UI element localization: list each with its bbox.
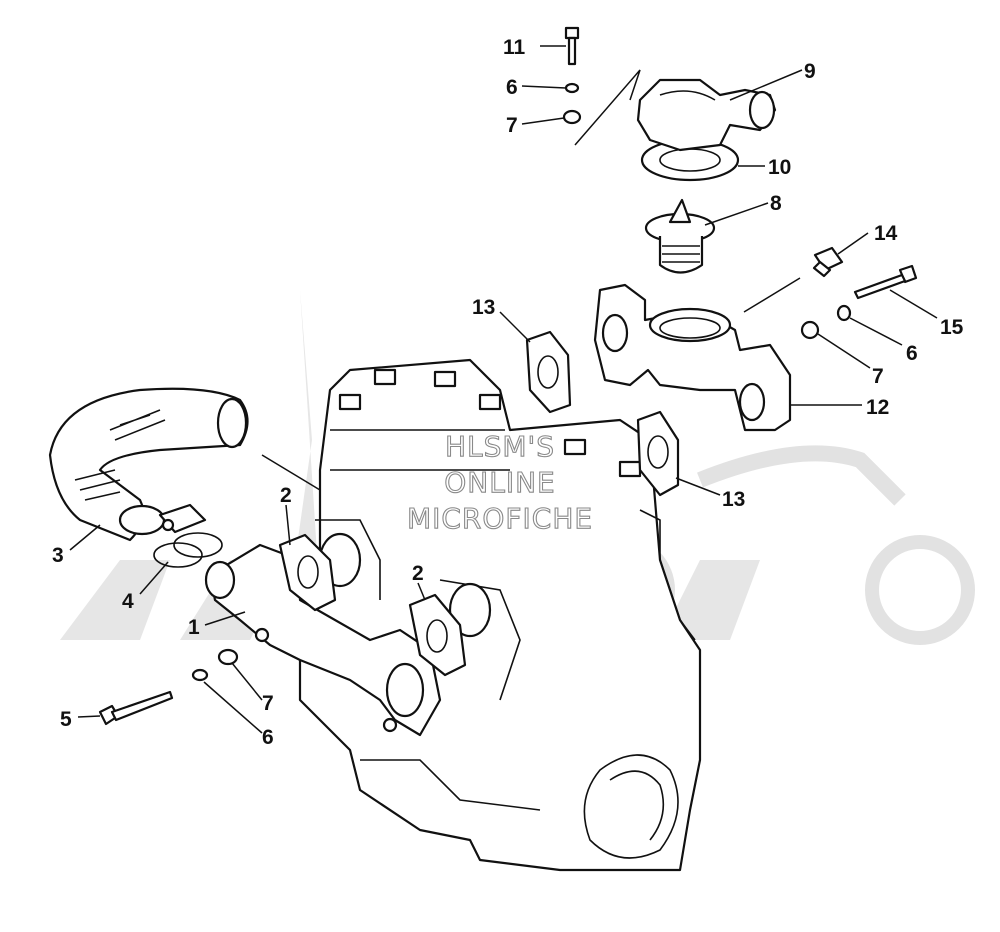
callout-14: 14 xyxy=(874,222,898,245)
right-fasteners xyxy=(800,246,918,340)
watermark-line-1: HLSM'S xyxy=(445,430,555,463)
callout-9: 9 xyxy=(804,60,816,83)
part-1-manifold xyxy=(204,543,442,737)
lower-fasteners xyxy=(98,648,239,726)
part-13-gaskets xyxy=(525,330,680,497)
callout-3: 3 xyxy=(52,544,64,567)
callout-1: 1 xyxy=(188,616,200,639)
callout-6-lower: 6 xyxy=(262,726,274,749)
callout-7-upper: 7 xyxy=(506,114,518,137)
callout-10: 10 xyxy=(768,156,791,179)
upper-fasteners xyxy=(562,26,582,125)
part-9-water-outlet xyxy=(636,78,777,152)
watermark: HLSM'S ONLINE MICROFICHE xyxy=(406,429,593,535)
part-12-thermostat-housing xyxy=(593,283,792,432)
callout-labels: 11 6 7 9 10 8 14 15 6 7 12 13 13 2 2 3 4… xyxy=(52,36,964,749)
watermark-line-3: MICROFICHE xyxy=(407,502,593,535)
callout-2-left: 2 xyxy=(280,484,292,507)
callout-13-upper: 13 xyxy=(472,296,495,319)
callout-6-upper: 6 xyxy=(506,76,518,99)
callout-7-lower: 7 xyxy=(262,692,274,715)
callout-7-right: 7 xyxy=(872,365,884,388)
callout-11: 11 xyxy=(503,36,526,59)
callout-6-right: 6 xyxy=(906,342,918,365)
leader-lines xyxy=(69,45,938,734)
callout-13-lower: 13 xyxy=(722,488,745,511)
part-3-hose xyxy=(48,387,249,542)
watermark-line-2: ONLINE xyxy=(444,466,555,499)
callout-15: 15 xyxy=(940,316,964,339)
part-2-gaskets xyxy=(278,533,467,677)
engine-block xyxy=(298,358,702,872)
callout-8: 8 xyxy=(770,192,782,215)
callout-5: 5 xyxy=(60,708,72,731)
callout-12: 12 xyxy=(866,396,889,419)
callout-4: 4 xyxy=(122,590,134,613)
part-4-clamp xyxy=(153,503,223,568)
part-8-thermostat xyxy=(644,198,716,274)
callout-2-right: 2 xyxy=(412,562,424,585)
